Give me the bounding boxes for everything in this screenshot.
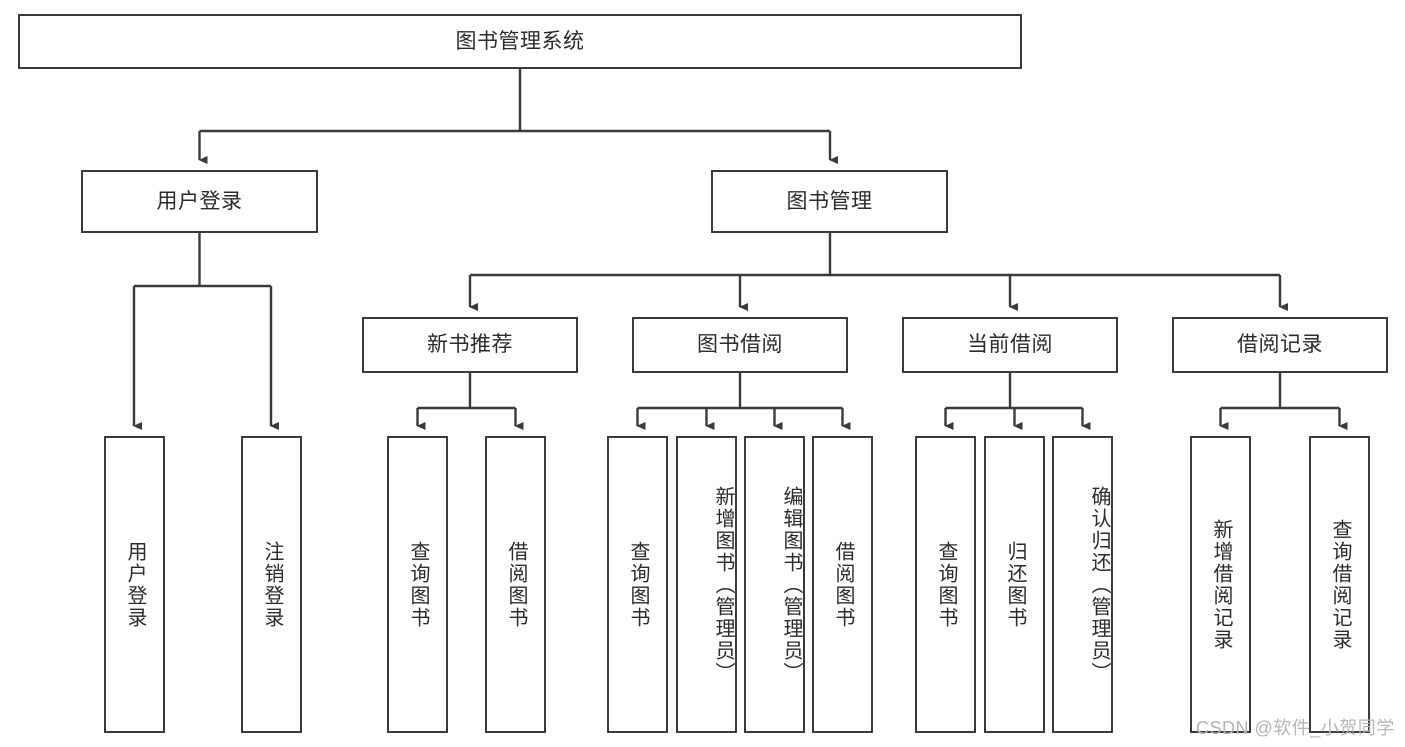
node-user-login[interactable]: 用户登录: [81, 170, 318, 233]
node-leaf-query-book-3[interactable]: 查询图书: [915, 436, 976, 733]
node-borrow-record[interactable]: 借阅记录: [1172, 317, 1388, 373]
node-leaf-borrow-book-2[interactable]: 借阅图书: [812, 436, 873, 733]
node-leaf-query-record[interactable]: 查询借阅记录: [1309, 436, 1370, 733]
node-leaf-confirm-return[interactable]: 确认归还（管理员）: [1052, 436, 1113, 733]
node-leaf-borrow-book-1[interactable]: 借阅图书: [485, 436, 546, 733]
node-leaf-return-book[interactable]: 归还图书: [984, 436, 1045, 733]
node-leaf-add-book[interactable]: 新增图书（管理员）: [676, 436, 737, 733]
node-leaf-edit-book[interactable]: 编辑图书（管理员）: [744, 436, 805, 733]
node-new-book-recommend[interactable]: 新书推荐: [362, 317, 578, 373]
node-book-borrow[interactable]: 图书借阅: [632, 317, 848, 373]
node-current-borrow[interactable]: 当前借阅: [902, 317, 1118, 373]
node-leaf-query-book-1[interactable]: 查询图书: [387, 436, 448, 733]
watermark-text: CSDN @软件_小贺同学: [1196, 718, 1395, 738]
node-leaf-add-record[interactable]: 新增借阅记录: [1190, 436, 1251, 733]
node-leaf-user-login[interactable]: 用户登录: [104, 436, 165, 733]
node-leaf-query-book-2[interactable]: 查询图书: [607, 436, 668, 733]
node-root[interactable]: 图书管理系统: [18, 14, 1022, 69]
node-book-manage[interactable]: 图书管理: [711, 170, 948, 233]
node-leaf-user-logout[interactable]: 注销登录: [241, 436, 302, 733]
